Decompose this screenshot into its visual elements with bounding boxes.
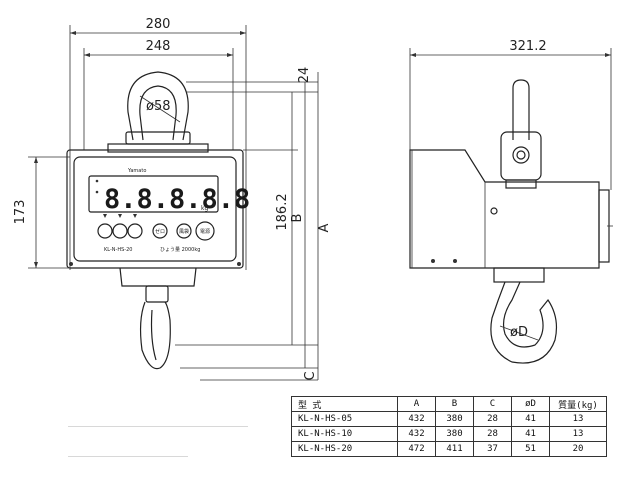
front-shackle [127, 71, 189, 141]
dim-body-width: 248 [146, 39, 171, 54]
dim-overall-width: 280 [146, 17, 171, 32]
table-row: KL-N-HS-05 432 380 28 41 13 [291, 411, 607, 427]
model-label: KL-N-HS-20 [104, 247, 132, 253]
tare-button[interactable] [176, 223, 192, 239]
scale-body [66, 149, 244, 269]
cell-weight: 13 [549, 426, 607, 442]
dim-body-height: 173 [13, 200, 28, 225]
cell-d: 41 [511, 426, 550, 442]
power-button[interactable] [195, 221, 215, 241]
cell-c: 28 [473, 426, 512, 442]
cell-d: 51 [511, 441, 550, 457]
front-hook [139, 301, 171, 370]
faint-rule-2 [68, 456, 188, 457]
dim-b: B [290, 214, 305, 223]
side-shackle [512, 79, 530, 140]
cell-weight: 20 [549, 441, 607, 457]
dim-side-depth: 321.2 [509, 39, 546, 54]
cell-model: KL-N-HS-05 [291, 411, 398, 427]
faint-rule-1 [68, 426, 248, 427]
brand-label: Yamato [127, 168, 146, 174]
power-button-label: 電源 [200, 228, 210, 235]
dim-shackle-diameter: ø58 [146, 99, 171, 114]
dim-hook-thickness: 24 [297, 67, 312, 84]
button-left-3[interactable] [127, 223, 143, 239]
front-view: 280 248 ø58 Yamato 8.8.8.8.8 kg ゼロ 風袋 電源 [13, 17, 332, 381]
dim-a: A [317, 223, 332, 232]
capacity-label: ひょう量 2000kg [160, 246, 200, 253]
cell-model: KL-N-HS-10 [291, 426, 398, 442]
weight-readout: 8.8.8.8.8 [104, 184, 250, 215]
table-row: KL-N-HS-10 432 380 28 41 13 [291, 426, 607, 442]
cell-b: 411 [435, 441, 474, 457]
cell-a: 472 [397, 441, 436, 457]
header-weight: 質量(kg) [549, 396, 607, 412]
side-hook [490, 281, 558, 364]
side-view: 321.2 øD [409, 39, 613, 364]
tare-button-label: 風袋 [179, 228, 189, 235]
unit-label: kg [201, 205, 208, 212]
cell-a: 432 [397, 426, 436, 442]
header-d: øD [511, 396, 550, 412]
table-row: KL-N-HS-20 472 411 37 51 20 [291, 441, 607, 457]
button-left-1[interactable] [97, 223, 113, 239]
front-hook-mount [119, 267, 197, 287]
cell-b: 380 [435, 411, 474, 427]
cell-d: 41 [511, 411, 550, 427]
cell-c: 28 [473, 411, 512, 427]
header-a: A [397, 396, 436, 412]
dim-c: C [303, 371, 318, 380]
dim-hook-diameter: øD [510, 325, 528, 340]
cell-b: 380 [435, 426, 474, 442]
header-c: C [473, 396, 512, 412]
button-left-2[interactable] [112, 223, 128, 239]
spec-table: 型 式 A B C øD 質量(kg) KL-N-HS-05 432 380 2… [291, 396, 607, 457]
dim-hook-to-body: 186.2 [275, 193, 290, 230]
header-model: 型 式 [291, 396, 398, 412]
cell-a: 432 [397, 411, 436, 427]
cell-weight: 13 [549, 411, 607, 427]
zero-button[interactable] [152, 223, 168, 239]
cell-model: KL-N-HS-20 [291, 441, 398, 457]
zero-button-label: ゼロ [155, 228, 165, 235]
table-header-row: 型 式 A B C øD 質量(kg) [291, 396, 607, 412]
cell-c: 37 [473, 441, 512, 457]
side-body [409, 149, 600, 269]
header-b: B [435, 396, 474, 412]
